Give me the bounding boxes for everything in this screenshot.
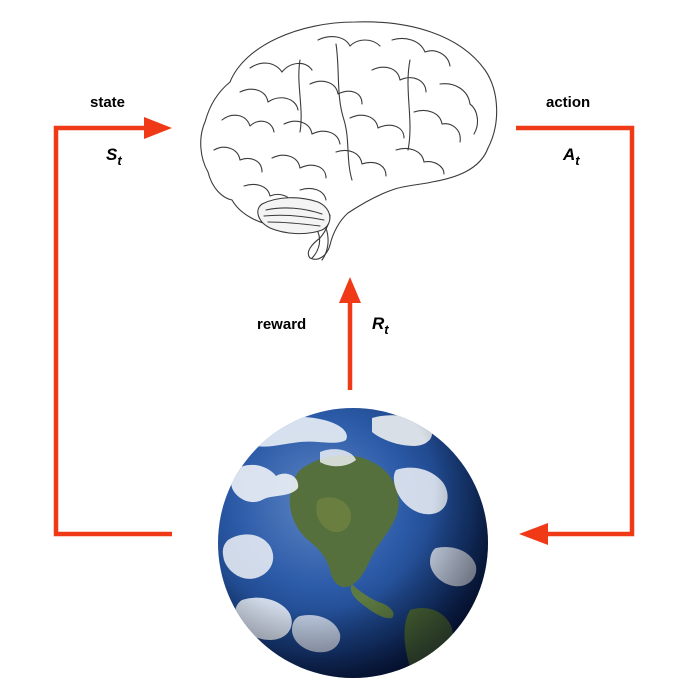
action-arrow-line [516, 125, 635, 537]
state-arrow-line [53, 125, 172, 537]
reward-symbol: Rt [372, 314, 389, 337]
action-label: action [546, 94, 590, 111]
brain-icon [200, 21, 498, 261]
arrows [53, 117, 635, 545]
state-arrowhead [144, 117, 172, 139]
action-arrowhead [519, 523, 548, 545]
state-symbol: St [106, 145, 122, 168]
action-symbol: At [562, 145, 580, 168]
reward-arrowhead [339, 277, 361, 303]
earth-icon [218, 408, 488, 678]
reward-label: reward [257, 316, 306, 333]
state-label: state [90, 94, 125, 111]
